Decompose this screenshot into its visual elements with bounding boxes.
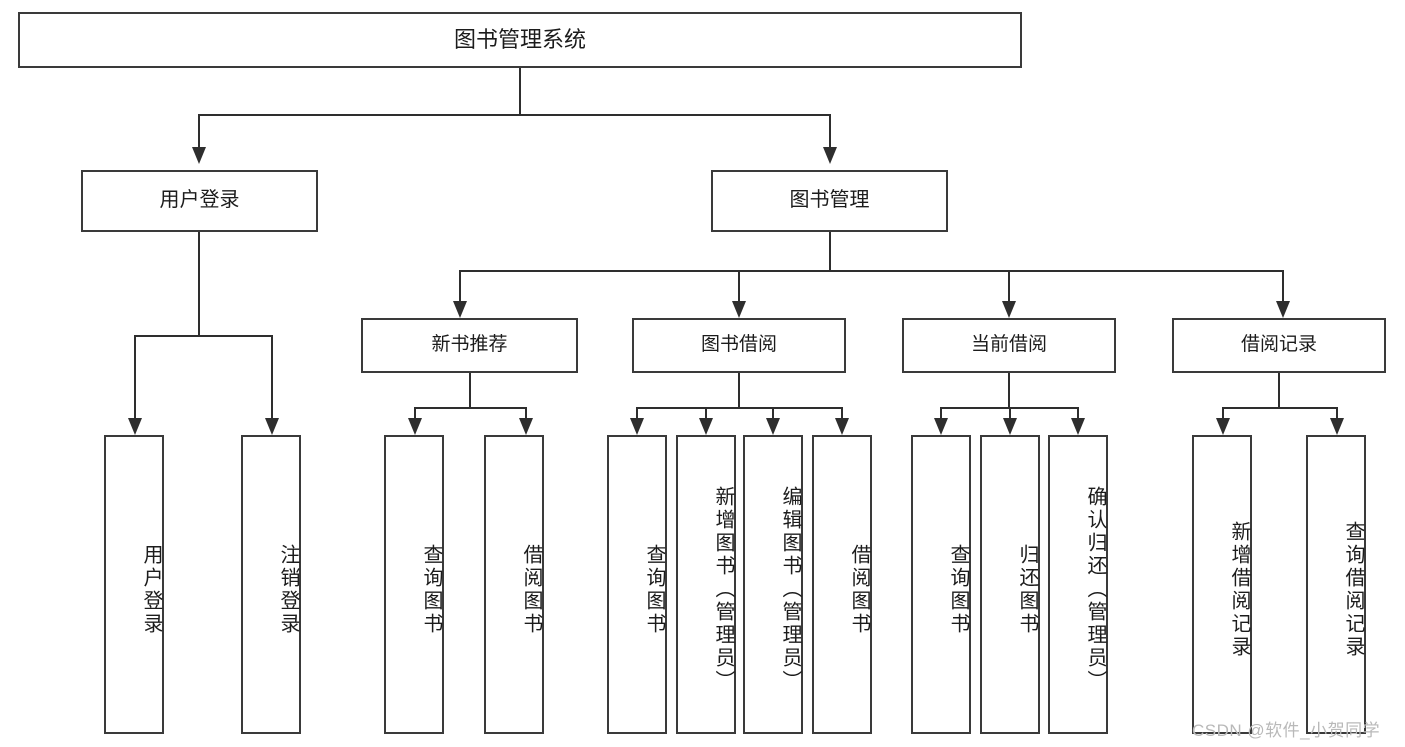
arrowhead-new-book-to-leaf-2 [519, 418, 533, 435]
node-current-borrow[interactable]: 当前借阅 [902, 318, 1116, 373]
connector-current-borrow-to-leaf-1 [940, 407, 942, 419]
arrowhead-book-borrow-to-leaf-3 [766, 418, 780, 435]
connector-new-book-trunk [469, 373, 471, 409]
leaf-book-borrow-add-book-admin[interactable]: 新增图书（管理员） [676, 435, 736, 734]
node-label: 图书管理 [789, 189, 870, 212]
connector-new-book-to-leaf-2 [525, 407, 527, 419]
node-label: 注销登录 [277, 543, 299, 636]
csdn-watermark: CSDN @软件_小贺同学 [1192, 721, 1381, 740]
node-label: 查询图书 [420, 543, 442, 636]
node-book-borrow[interactable]: 图书借阅 [632, 318, 846, 373]
leaf-book-borrow-query-book[interactable]: 查询图书 [607, 435, 667, 734]
connector-current-borrow-to-leaf-3 [1077, 407, 1079, 419]
arrowhead-borrow-record-to-leaf-1 [1216, 418, 1230, 435]
connector-root-trunk [519, 68, 521, 115]
leaf-book-borrow-edit-book-admin[interactable]: 编辑图书（管理员） [743, 435, 803, 734]
connector-book-borrow-to-leaf-1 [636, 407, 638, 419]
leaf-borrow-record-query-record[interactable]: 查询借阅记录 [1306, 435, 1366, 734]
node-label: 用户登录 [159, 189, 240, 212]
arrowhead-book-management-to-borrow-record [1276, 301, 1290, 318]
connector-book-borrow-to-leaf-2 [705, 407, 707, 419]
node-label: 图书管理系统 [453, 27, 586, 53]
arrowhead-new-book-to-leaf-1 [408, 418, 422, 435]
connector-book-management-to-current-borrow [1008, 270, 1010, 302]
node-label: 用户登录 [140, 543, 162, 636]
connector-book-management-to-new-book [459, 270, 461, 302]
connector-borrow-record-trunk [1278, 373, 1280, 409]
connector-new-book-fan-bar [414, 407, 527, 409]
connector-book-borrow-fan-bar [636, 407, 843, 409]
connector-book-borrow-trunk [738, 373, 740, 409]
connector-book-management-to-borrow-record [1282, 270, 1284, 302]
connector-book-management-fan-bar [459, 270, 1284, 272]
leaf-current-borrow-query-book[interactable]: 查询图书 [911, 435, 971, 734]
node-label: 确认归还（管理员） [1084, 486, 1106, 693]
node-label: 归还图书 [1016, 543, 1038, 636]
leaf-new-book-borrow-book[interactable]: 借阅图书 [484, 435, 544, 734]
node-label: 编辑图书（管理员） [779, 486, 801, 693]
connector-borrow-record-to-leaf-2 [1336, 407, 1338, 419]
leaf-borrow-record-add-record[interactable]: 新增借阅记录 [1192, 435, 1252, 734]
connector-user-login-to-leaf-2 [271, 335, 273, 418]
node-borrow-record[interactable]: 借阅记录 [1172, 318, 1386, 373]
arrowhead-book-management-to-new-book [453, 301, 467, 318]
node-label: 查询图书 [947, 543, 969, 636]
arrowhead-root-to-user-login [192, 147, 206, 164]
node-label: 查询图书 [643, 543, 665, 636]
arrowhead-book-borrow-to-leaf-4 [835, 418, 849, 435]
node-label: 图书借阅 [700, 334, 777, 356]
connector-current-borrow-trunk [1008, 373, 1010, 409]
node-label: 新增图书（管理员） [712, 486, 734, 693]
arrowhead-borrow-record-to-leaf-2 [1330, 418, 1344, 435]
node-label: 借阅记录 [1240, 334, 1317, 356]
node-book-management[interactable]: 图书管理 [711, 170, 948, 232]
arrowhead-root-to-book-management [823, 147, 837, 164]
node-root-book-management-system[interactable]: 图书管理系统 [18, 12, 1022, 68]
arrowhead-book-borrow-to-leaf-1 [630, 418, 644, 435]
arrowhead-book-management-to-book-borrow [732, 301, 746, 318]
arrowhead-book-borrow-to-leaf-2 [699, 418, 713, 435]
node-label: 新书推荐 [431, 334, 508, 356]
node-new-book-recommend[interactable]: 新书推荐 [361, 318, 578, 373]
connector-book-borrow-to-leaf-3 [772, 407, 774, 419]
connector-borrow-record-to-leaf-1 [1222, 407, 1224, 419]
arrowhead-current-borrow-to-leaf-3 [1071, 418, 1085, 435]
node-label: 当前借阅 [970, 334, 1047, 356]
arrowhead-user-login-to-leaf-1 [128, 418, 142, 435]
node-label: 查询借阅记录 [1342, 520, 1364, 659]
connector-root-fan-bar [198, 114, 831, 116]
connector-root-to-user-login [198, 114, 200, 147]
connector-user-login-trunk [198, 232, 200, 336]
leaf-new-book-query-book[interactable]: 查询图书 [384, 435, 444, 734]
connector-user-login-fan-bar [134, 335, 273, 337]
leaf-user-login-logout[interactable]: 注销登录 [241, 435, 301, 734]
connector-root-to-book-management [829, 114, 831, 147]
node-label: 借阅图书 [848, 543, 870, 636]
connector-borrow-record-fan-bar [1222, 407, 1338, 409]
leaf-current-borrow-confirm-return-admin[interactable]: 确认归还（管理员） [1048, 435, 1108, 734]
arrowhead-user-login-to-leaf-2 [265, 418, 279, 435]
arrowhead-book-management-to-current-borrow [1002, 301, 1016, 318]
node-label: 新增借阅记录 [1228, 520, 1250, 659]
leaf-book-borrow-borrow-book[interactable]: 借阅图书 [812, 435, 872, 734]
leaf-current-borrow-return-book[interactable]: 归还图书 [980, 435, 1040, 734]
leaf-user-login-login[interactable]: 用户登录 [104, 435, 164, 734]
node-user-login[interactable]: 用户登录 [81, 170, 318, 232]
connector-current-borrow-to-leaf-2 [1009, 407, 1011, 419]
arrowhead-current-borrow-to-leaf-1 [934, 418, 948, 435]
connector-book-borrow-to-leaf-4 [841, 407, 843, 419]
connector-book-management-to-book-borrow [738, 270, 740, 302]
node-label: 借阅图书 [520, 543, 542, 636]
connector-book-management-trunk [829, 232, 831, 271]
arrowhead-current-borrow-to-leaf-2 [1003, 418, 1017, 435]
connector-user-login-to-leaf-1 [134, 335, 136, 418]
connector-new-book-to-leaf-1 [414, 407, 416, 419]
